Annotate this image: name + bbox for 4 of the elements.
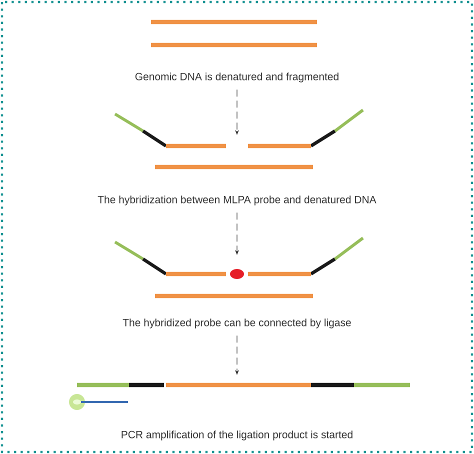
- step-caption: Genomic DNA is denatured and fragmented: [135, 72, 338, 82]
- step-caption: The hybridized probe can be connected by ligase: [122, 318, 351, 328]
- step-caption: The hybridization between MLPA probe and denatured DNA: [98, 196, 376, 206]
- step-caption: PCR amplification of the ligation product is started: [122, 430, 352, 440]
